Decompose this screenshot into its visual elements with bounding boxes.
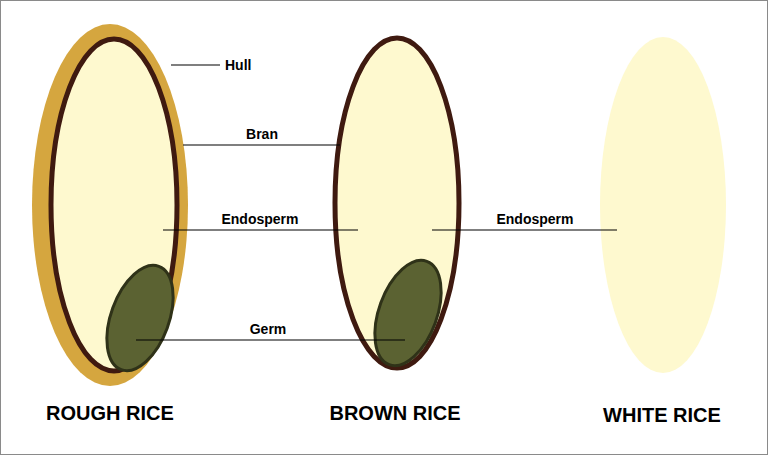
part-label: Germ (250, 321, 287, 337)
leader-lines (136, 65, 617, 340)
leader-line (163, 229, 358, 230)
part-label: Endosperm (221, 211, 298, 227)
germ (362, 251, 454, 374)
leader-line (432, 229, 617, 230)
grain-caption: BROWN RICE (329, 402, 460, 425)
hull-layer (32, 24, 188, 386)
germ (94, 256, 186, 379)
part-label: Hull (225, 57, 251, 73)
part-label: Bran (246, 126, 278, 142)
endosperm (600, 37, 726, 373)
leader-line (171, 64, 220, 65)
grain-caption: WHITE RICE (603, 404, 721, 427)
leader-line (183, 144, 340, 145)
part-label: Endosperm (496, 211, 573, 227)
leader-line (136, 339, 405, 340)
grain-caption: ROUGH RICE (46, 402, 174, 425)
